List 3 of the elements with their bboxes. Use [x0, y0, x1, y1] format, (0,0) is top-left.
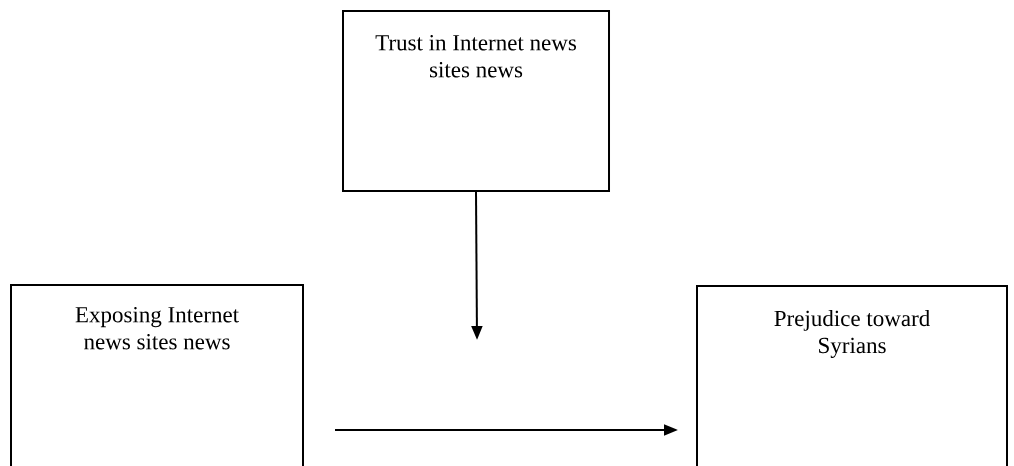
text-box: Prejudice toward Syrians	[696, 285, 1008, 466]
text-box: Trust in Internet news sites news	[342, 10, 610, 192]
text-box: Exposing Internet news sites news	[10, 284, 304, 466]
